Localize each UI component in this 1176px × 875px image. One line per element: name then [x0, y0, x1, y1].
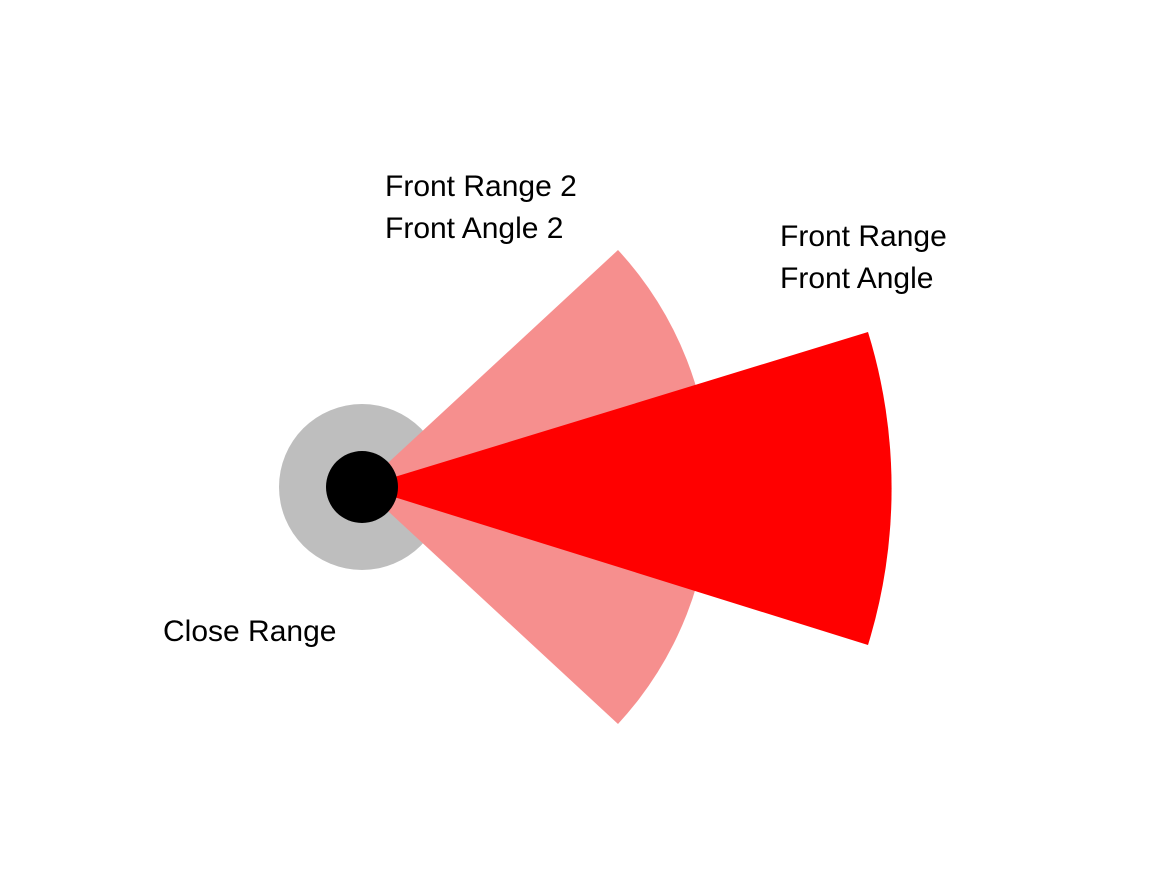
front-range-2-label: Front Range 2 Front Angle 2 — [385, 166, 577, 250]
front-angle-text: Front Angle — [780, 262, 934, 295]
front-range-label: Front Range Front Angle — [780, 216, 947, 300]
front-angle-2-text: Front Angle 2 — [385, 212, 564, 245]
front-range-sector — [362, 332, 892, 645]
front-range-2-text: Front Range 2 — [385, 170, 577, 203]
close-range-label: Close Range — [163, 615, 337, 648]
front-range-text: Front Range — [780, 220, 947, 253]
agent-dot — [326, 451, 398, 523]
